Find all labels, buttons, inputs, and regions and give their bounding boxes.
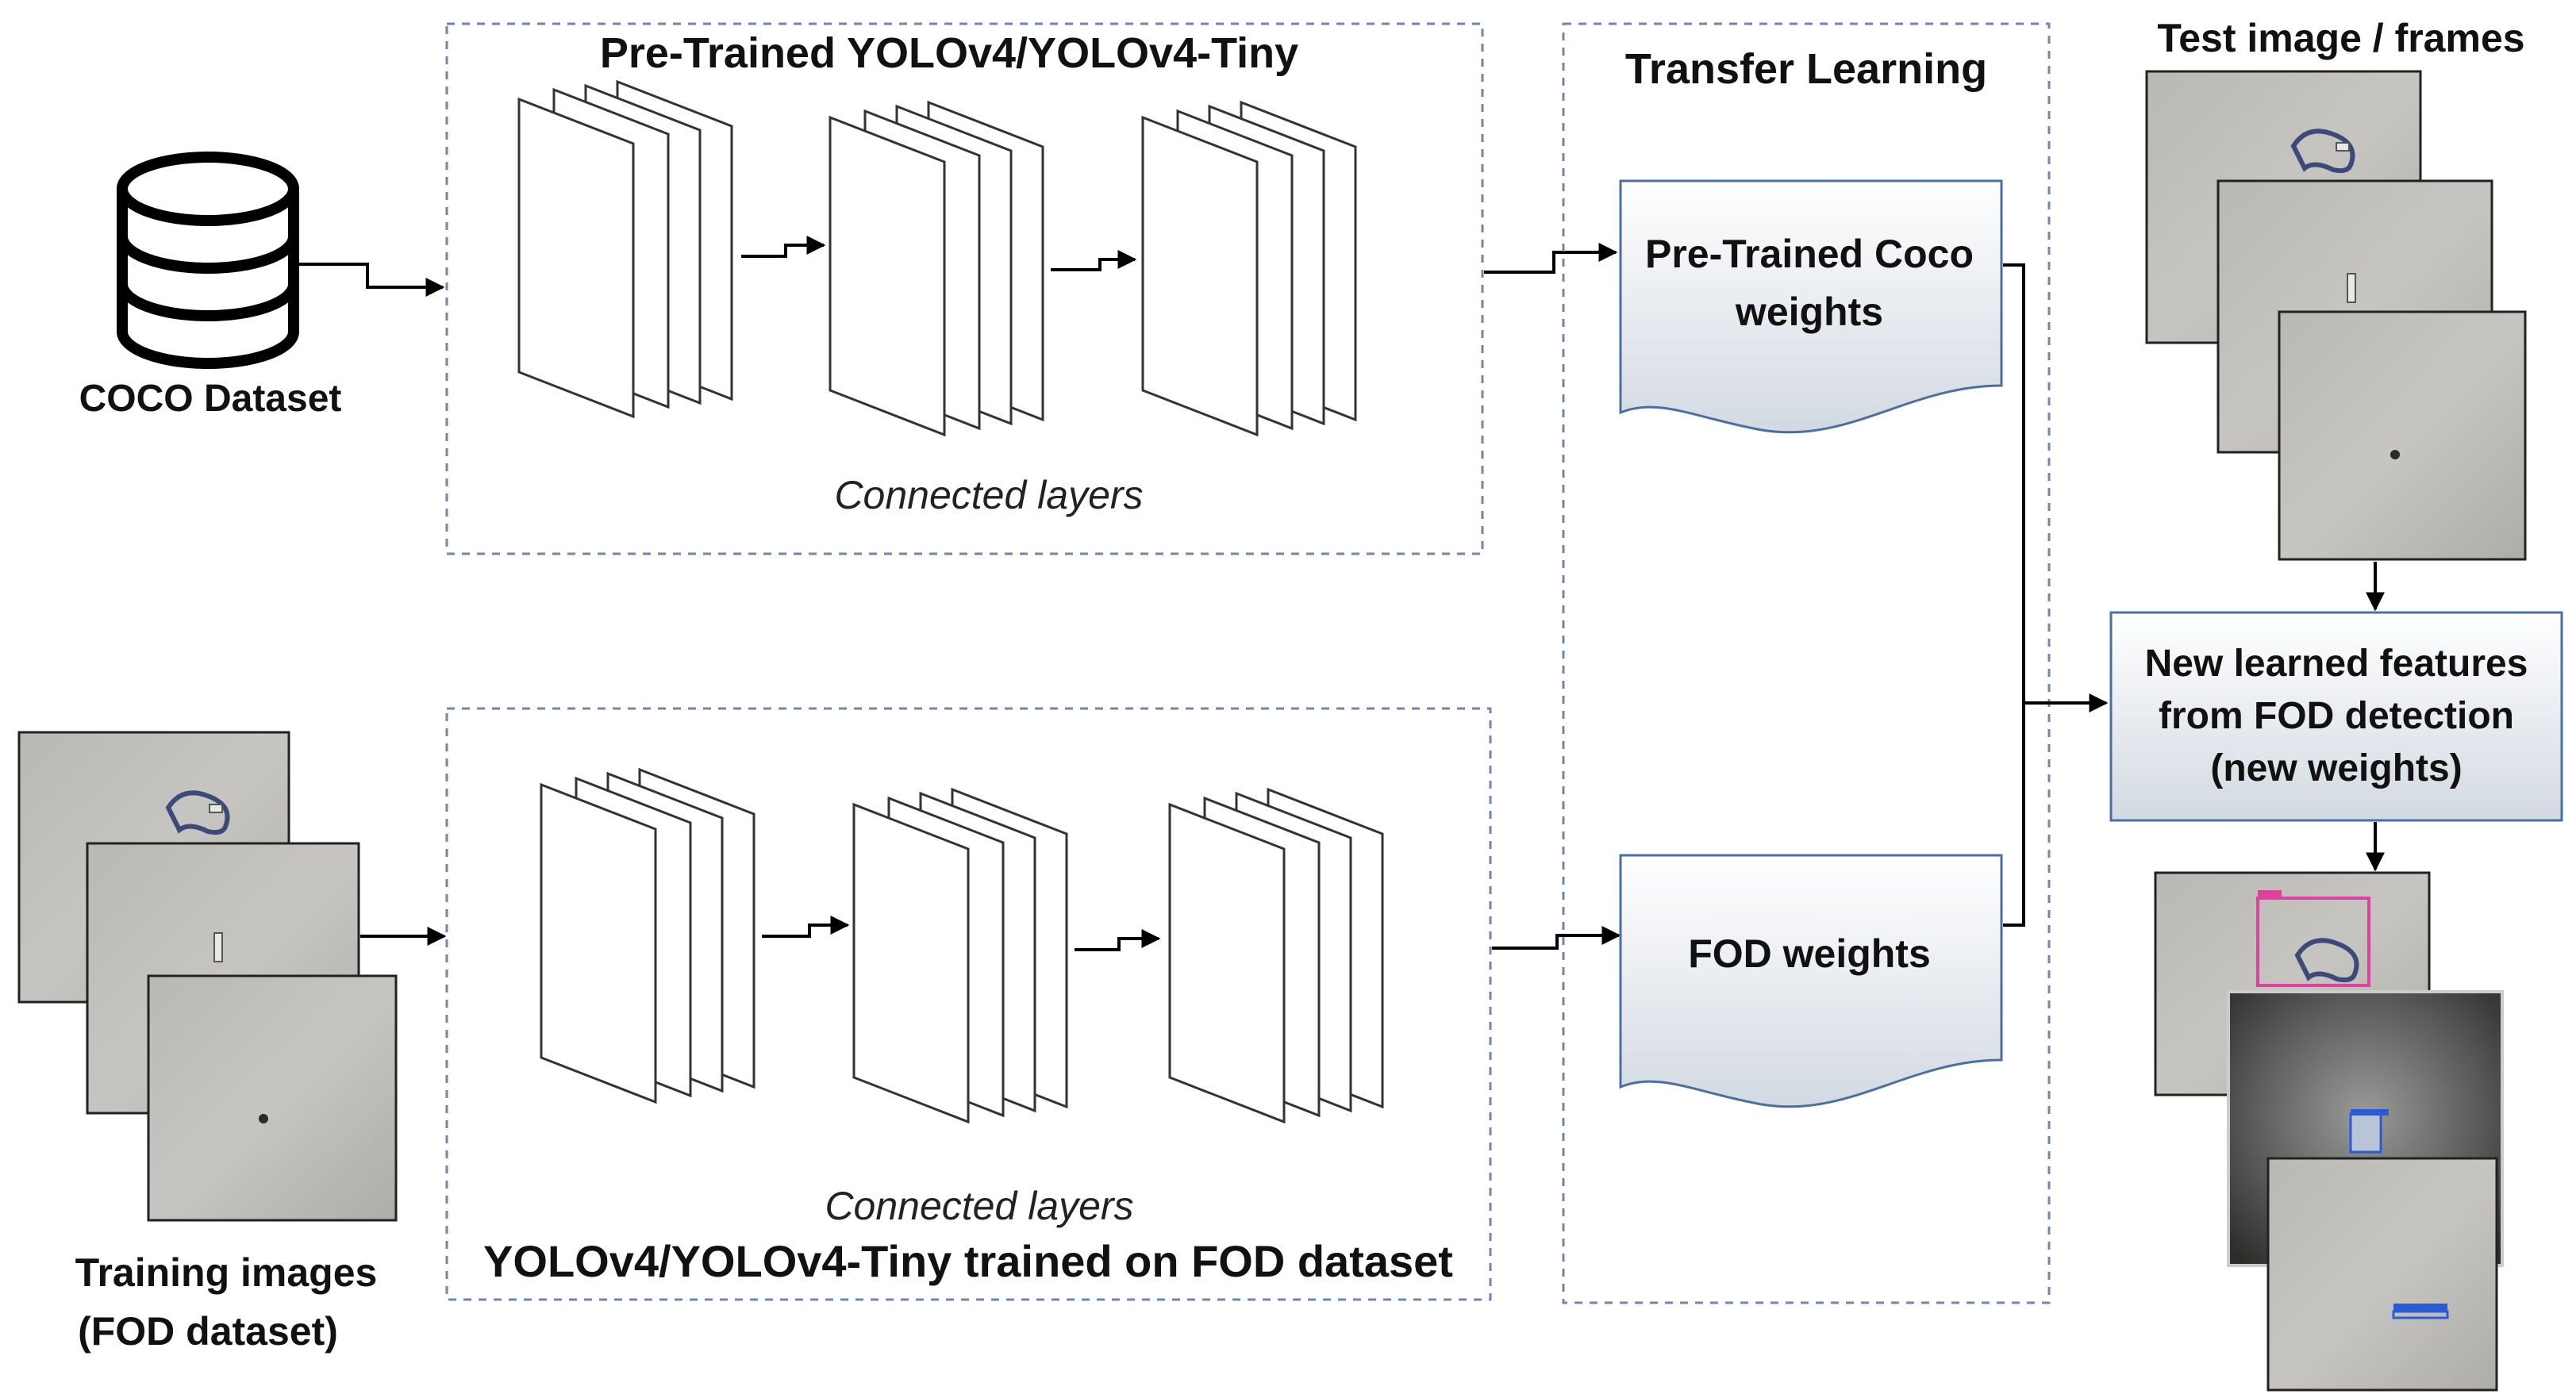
layer-stack [517, 79, 733, 419]
network-to-fod-weights-connector [1492, 926, 1621, 950]
detection-output-stack [2154, 871, 2504, 1392]
layer-stack [852, 787, 1068, 1124]
training-images-label-line2: (FOD dataset) [78, 1309, 338, 1354]
fod-trained-title: YOLOv4/YOLOv4-Tiny trained on FOD datase… [483, 1236, 1453, 1286]
transfer-learning-box [1562, 22, 2051, 1304]
pretrained-network-box [445, 22, 1484, 555]
connected-layers-label-bottom: Connected layers [825, 1184, 1133, 1228]
coco-to-network-connector [295, 263, 445, 297]
new-features-box [2109, 611, 2563, 822]
database-icon [117, 152, 299, 369]
weights-merge-connector [2003, 263, 2025, 927]
transfer-learning-title: Transfer Learning [1625, 45, 1987, 93]
coco-weights-box [1619, 179, 2003, 434]
training-images-label-line1: Training images [75, 1250, 378, 1295]
new-features-label-line2: from FOD detection [2159, 695, 2514, 737]
fod-weights-box [1619, 854, 2003, 1108]
layer-connector [1075, 929, 1161, 951]
connected-layers-label-top: Connected layers [834, 473, 1143, 517]
layer-stack [540, 767, 755, 1104]
training-image-stack [17, 731, 398, 1222]
layer-stack [1168, 787, 1384, 1124]
test-image-stack [2145, 70, 2527, 561]
new-features-label-line1: New learned features [2145, 643, 2528, 685]
coco-dataset-label: COCO Dataset [79, 378, 342, 420]
layer-connector [1051, 250, 1137, 271]
fod-weights-label: FOD weights [1688, 931, 1931, 976]
network-to-coco-weights-connector [1484, 243, 1618, 274]
new-features-label-line3: (new weights) [2210, 747, 2462, 789]
pretrained-title: Pre-Trained YOLOv4/YOLOv4-Tiny [600, 29, 1298, 77]
coco-weights-label-line2: weights [1735, 290, 1883, 334]
layer-stack [1141, 100, 1357, 437]
layer-connector [762, 916, 850, 938]
coco-weights-label-line1: Pre-Trained Coco [1645, 232, 1974, 276]
layer-stack [829, 100, 1044, 437]
layer-connector [741, 236, 826, 258]
test-images-label: Test image / frames [2157, 16, 2524, 60]
fod-trained-network-box [445, 707, 1492, 1301]
